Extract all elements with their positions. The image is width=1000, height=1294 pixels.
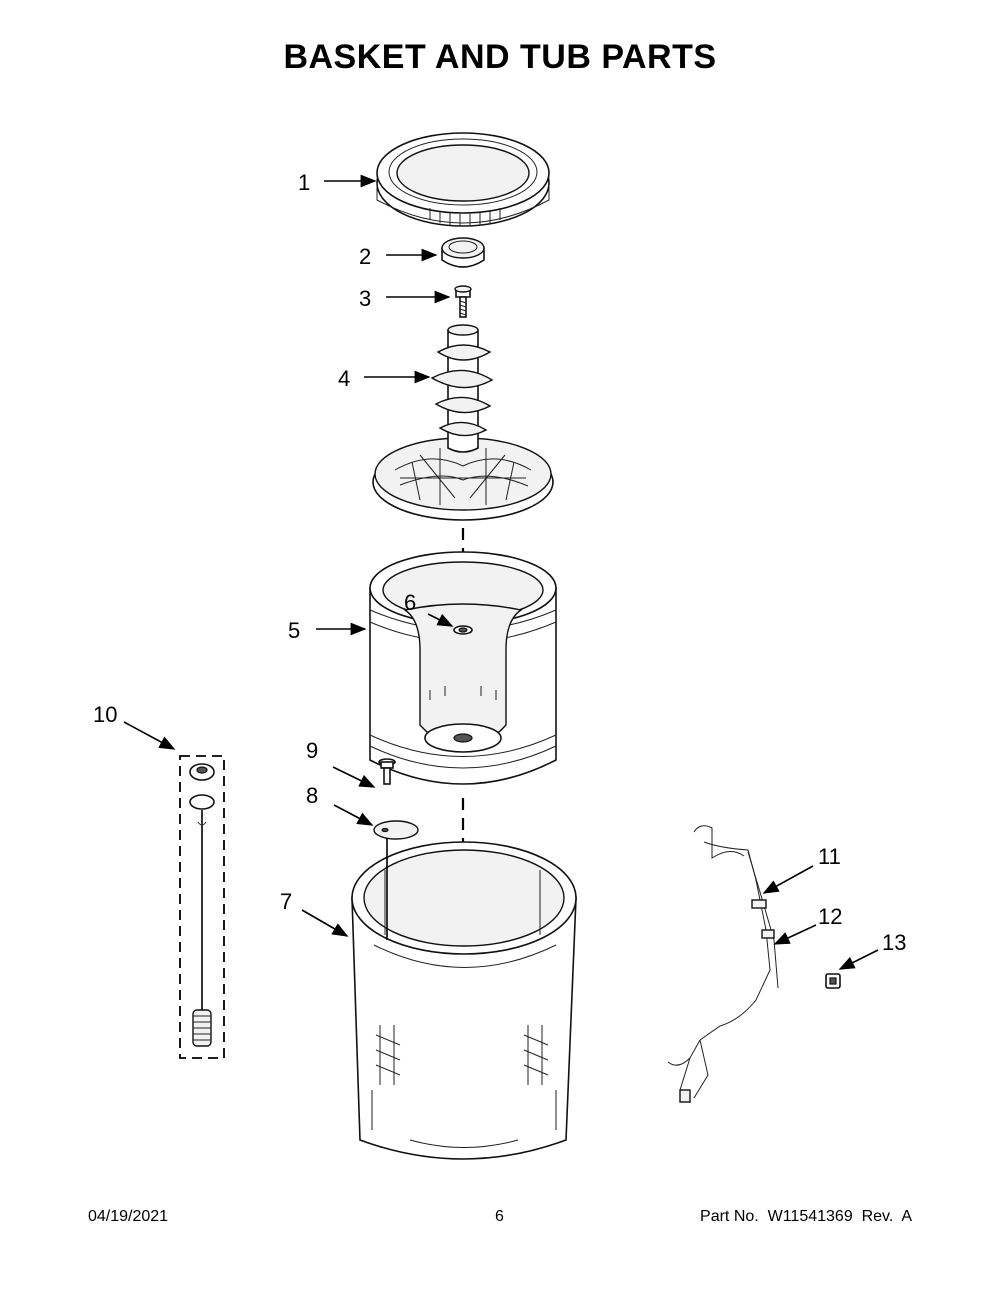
callout-13: 13 (882, 930, 906, 955)
drain-plate (373, 820, 419, 840)
callout-arrows (123, 174, 879, 970)
suspension-rod-kit (179, 755, 225, 1059)
callout-3: 3 (359, 286, 371, 311)
wash-basket (369, 551, 557, 785)
callout-5: 5 (288, 618, 300, 643)
callout-11: 11 (818, 844, 841, 869)
callout-10: 10 (93, 702, 117, 727)
callout-2: 2 (359, 244, 371, 269)
footer-page-number: 6 (495, 1208, 504, 1225)
agitator-cap (441, 237, 485, 268)
tub-screw (378, 758, 396, 785)
callout-7: 7 (280, 889, 292, 914)
page-title: BASKET AND TUB PARTS (283, 38, 717, 76)
footer-part-number: Part No. W11541369 Rev. A (700, 1208, 912, 1225)
outer-tub (351, 841, 577, 1160)
callout-labels: 1 2 3 4 5 6 7 8 9 10 11 12 13 (93, 170, 906, 955)
callout-12: 12 (818, 904, 842, 929)
wire-connector (825, 973, 841, 989)
footer-date: 04/19/2021 (88, 1208, 169, 1225)
impeller (372, 324, 554, 521)
callout-4: 4 (338, 366, 350, 391)
callout-6: 6 (404, 590, 416, 615)
callout-1: 1 (298, 170, 310, 195)
callout-9: 9 (306, 738, 318, 763)
wire-harness (667, 825, 779, 1103)
agitator-bolt (454, 285, 472, 318)
balance-ring (376, 132, 550, 227)
callout-8: 8 (306, 783, 318, 808)
